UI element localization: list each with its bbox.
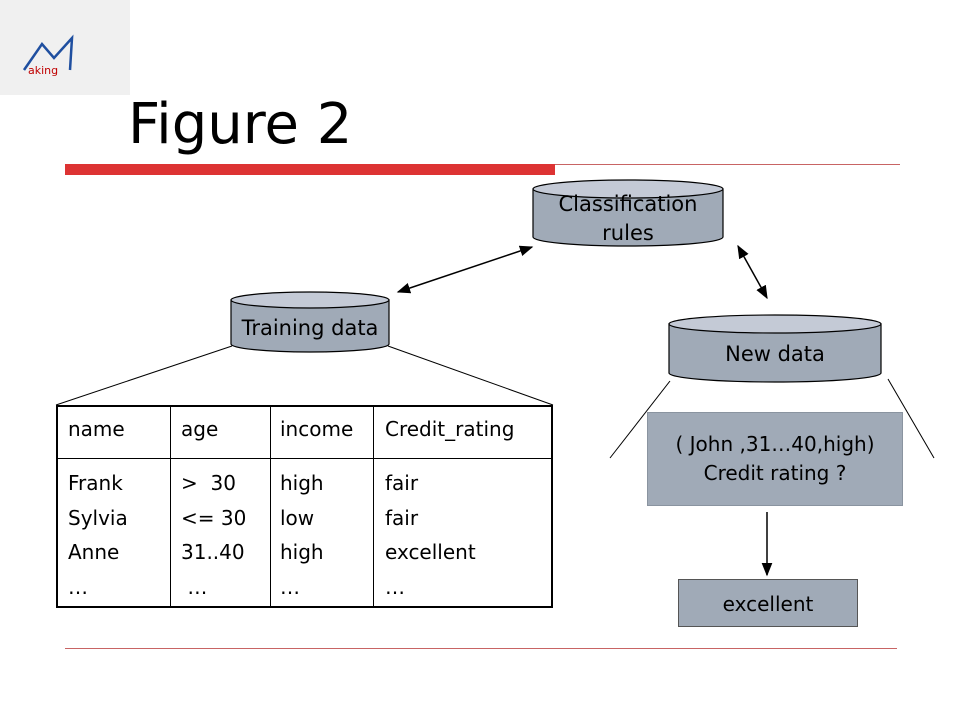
classification-rules-line2: rules xyxy=(602,221,654,245)
classification-rules-label: Classification rules xyxy=(535,190,721,248)
training-data-cylinder xyxy=(230,291,390,353)
table-column-divider xyxy=(373,407,374,606)
logo-mark: aking xyxy=(22,34,74,77)
title-underline-thin xyxy=(555,164,900,165)
query-box: ( John ,31…40,high) Credit rating ? xyxy=(647,412,903,506)
table-header-age: age xyxy=(181,417,219,441)
query-line1: ( John ,31…40,high) xyxy=(675,432,875,456)
title-underline-red xyxy=(65,164,555,175)
table-header-credit-rating: Credit_rating xyxy=(385,417,515,441)
query-line2: Credit rating ? xyxy=(703,461,847,485)
table-header-income: income xyxy=(280,417,354,441)
classification-rules-line1: Classification xyxy=(558,192,698,216)
arrow-training-to-rules xyxy=(396,245,534,294)
logo: aking xyxy=(0,0,130,95)
arrow-rules-to-new-data xyxy=(737,244,768,300)
new-data-fan-right xyxy=(887,378,935,459)
logo-text: aking xyxy=(28,64,58,77)
training-data-table: name age income Credit_rating Frank Sylv… xyxy=(56,405,553,608)
classification-rules-cylinder xyxy=(532,179,724,247)
footer-rule xyxy=(65,648,897,649)
new-data-label: New data xyxy=(725,342,825,366)
new-data-cylinder xyxy=(668,314,882,383)
training-fan-left xyxy=(55,345,233,406)
result-box: excellent xyxy=(678,579,858,627)
training-data-label: Training data xyxy=(241,316,379,340)
table-column-divider xyxy=(170,407,171,606)
training-fan-right xyxy=(387,345,554,406)
table-header-name: name xyxy=(68,417,125,441)
table-column-name: Frank Sylvia Anne … xyxy=(68,471,128,599)
table-column-age: > 30 <= 30 31..40 … xyxy=(181,471,247,599)
table-column-income: high low high … xyxy=(280,471,324,599)
new-data-fan-left xyxy=(609,380,671,459)
page-title: Figure 2 xyxy=(128,92,353,157)
table-column-divider xyxy=(270,407,271,606)
table-header-divider xyxy=(58,458,551,459)
table-column-credit-rating: fair fair excellent … xyxy=(385,471,476,599)
